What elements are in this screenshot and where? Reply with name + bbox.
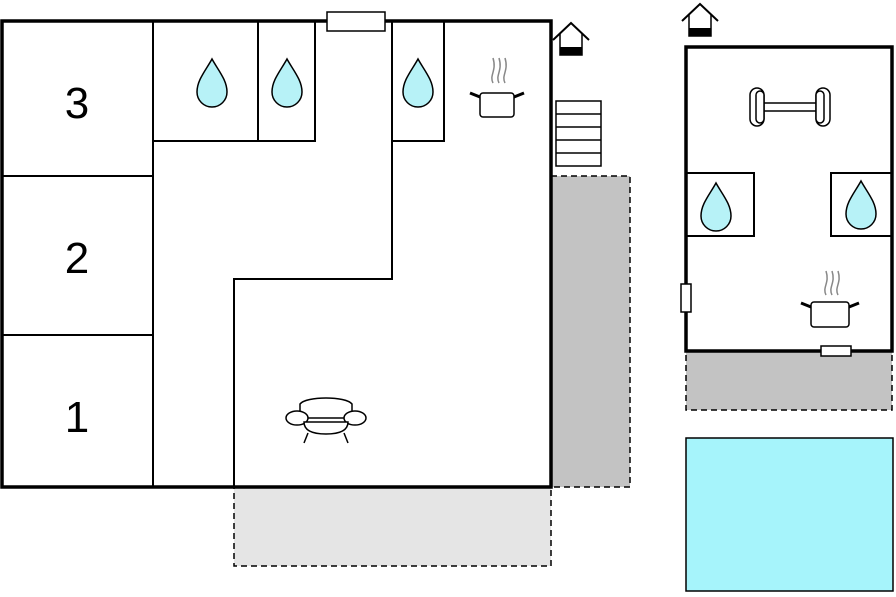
swimming-pool	[685, 437, 894, 592]
water-drop-icon	[402, 58, 434, 108]
main-house: 3 2 1	[0, 11, 602, 489]
wall-shower-cell	[392, 21, 445, 142]
open-terrace-bottom	[233, 486, 552, 567]
annex-building	[680, 2, 894, 357]
dumbbell-icon	[749, 87, 831, 127]
wall-corridor	[233, 21, 393, 487]
annex-door-left	[680, 283, 692, 313]
entrance-house-icon	[552, 21, 590, 56]
covered-terrace-annex	[685, 350, 893, 411]
room-number-1: 1	[65, 393, 89, 442]
window-top	[326, 11, 386, 32]
annex-bathroom-right	[830, 172, 893, 237]
wall-bathroom-block	[153, 21, 316, 142]
staircase-icon	[555, 100, 602, 167]
room-number-2: 2	[65, 234, 89, 283]
room-number-3: 3	[65, 79, 89, 128]
water-drop-icon	[845, 180, 877, 230]
entrance-house-icon	[681, 2, 719, 37]
annex-bathroom-left	[685, 172, 755, 237]
covered-terrace-right	[550, 175, 631, 488]
main-house-outer-wall	[0, 19, 553, 489]
armchair-icon	[285, 397, 367, 444]
water-drop-icon	[700, 182, 732, 232]
water-drop-icon	[271, 58, 303, 108]
annex-window-bottom	[820, 345, 852, 357]
water-drop-icon	[196, 58, 228, 108]
cooking-pot-icon	[469, 57, 525, 118]
cooking-pot-icon	[800, 270, 860, 328]
